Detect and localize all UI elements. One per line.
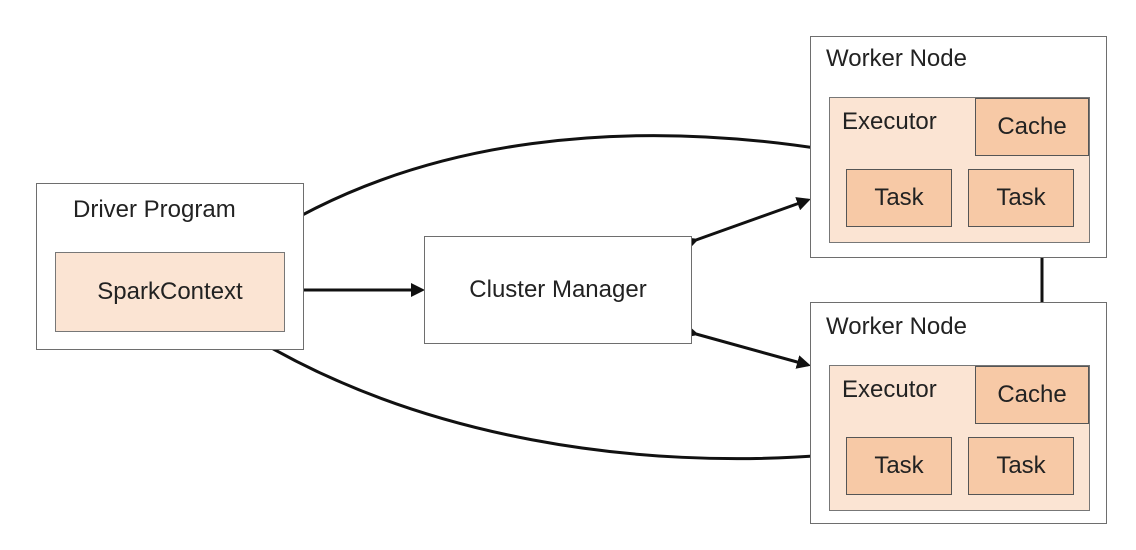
worker-node-1: Worker Node Executor Cache Task Task bbox=[810, 36, 1107, 258]
task-1b-box: Task bbox=[968, 169, 1074, 227]
executor-2-label: Executor bbox=[842, 376, 937, 403]
task-2a-box: Task bbox=[846, 437, 952, 495]
spark-context-label: SparkContext bbox=[97, 278, 243, 305]
worker-node-1-title: Worker Node bbox=[826, 45, 967, 72]
cache-2-label: Cache bbox=[997, 381, 1067, 408]
executor-2-box: Executor Cache Task Task bbox=[829, 365, 1090, 511]
task-1b-label: Task bbox=[996, 184, 1046, 211]
worker-node-2: Worker Node Executor Cache Task Task bbox=[810, 302, 1107, 524]
task-2b-box: Task bbox=[968, 437, 1074, 495]
driver-program-box: Driver Program SparkContext bbox=[36, 183, 304, 350]
worker-node-2-title: Worker Node bbox=[826, 313, 967, 340]
driver-program-title: Driver Program bbox=[73, 196, 236, 223]
task-2a-label: Task bbox=[874, 452, 924, 479]
cluster-manager-to-worker2-arrow bbox=[683, 324, 811, 369]
cluster-manager-label: Cluster Manager bbox=[469, 276, 647, 303]
executor-1-box: Executor Cache Task Task bbox=[829, 97, 1090, 243]
task-2b-label: Task bbox=[996, 452, 1046, 479]
task-1a-box: Task bbox=[846, 169, 952, 227]
driver-to-worker2-arrow bbox=[232, 321, 831, 463]
cluster-manager-box: Cluster Manager bbox=[424, 236, 692, 344]
cache-1-box: Cache bbox=[975, 98, 1089, 156]
cache-2-box: Cache bbox=[975, 366, 1089, 424]
cache-1-label: Cache bbox=[997, 113, 1067, 140]
executor-1-label: Executor bbox=[842, 108, 937, 135]
cluster-manager-to-worker1-arrow bbox=[683, 197, 811, 251]
spark-context-box: SparkContext bbox=[55, 252, 285, 332]
task-1a-label: Task bbox=[874, 184, 924, 211]
driver-to-worker1-arrow bbox=[232, 134, 831, 261]
